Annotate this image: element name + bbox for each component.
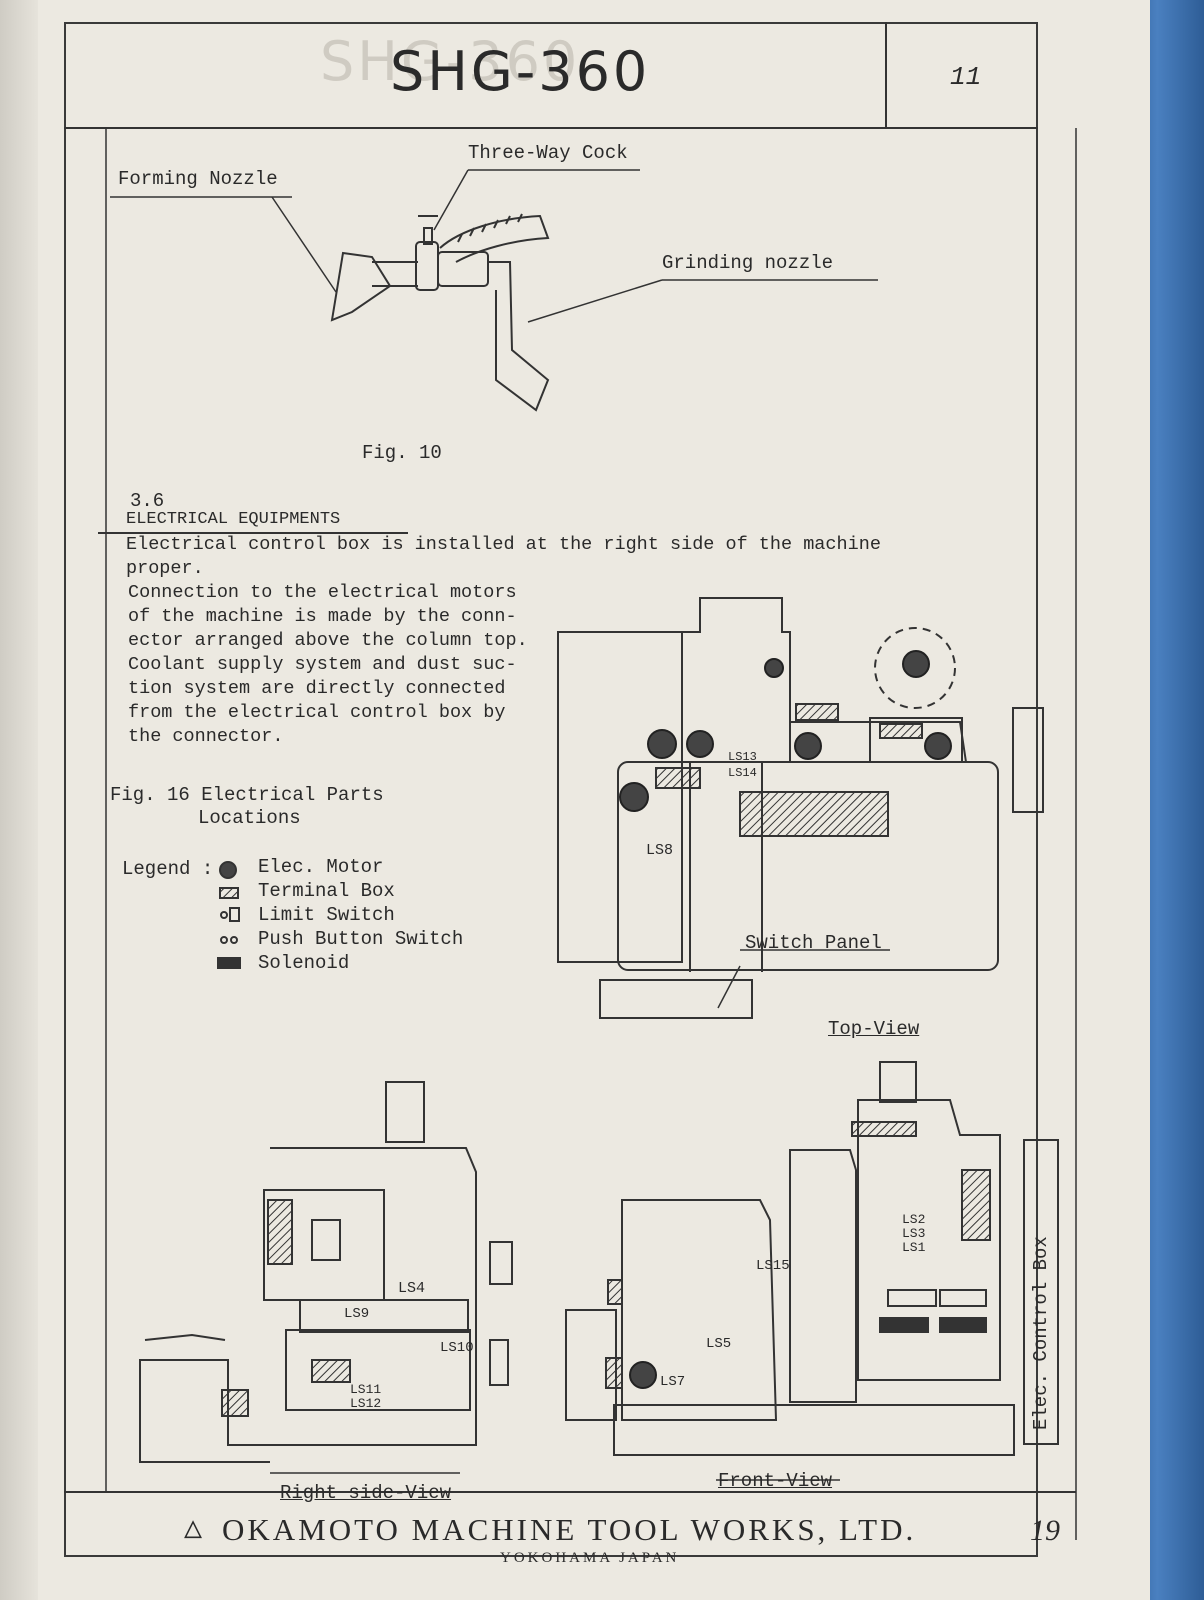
motor-icon xyxy=(902,650,930,678)
terminal-box-icon xyxy=(221,1389,249,1417)
legend-symbols xyxy=(217,861,241,969)
top-view-label: Top-View xyxy=(828,1018,920,1040)
label-ls14: LS14 xyxy=(728,766,757,780)
right-view-drawing xyxy=(139,1081,513,1474)
terminal-box-icon xyxy=(961,1169,991,1241)
page-frame xyxy=(64,22,1038,1557)
terminal-box-icon xyxy=(739,791,889,837)
terminal-box-icon xyxy=(219,887,239,899)
motor-symbols xyxy=(619,650,952,1389)
company-logo-icon: △ xyxy=(184,1513,203,1547)
terminal-box-icon xyxy=(655,767,701,789)
solenoid-icon xyxy=(217,957,241,969)
motor-icon xyxy=(647,729,677,759)
connection-line-5: tion system are directly connected xyxy=(128,678,506,699)
label-ls1: LS1 xyxy=(902,1240,926,1255)
connection-line-4: Coolant supply system and dust suc- xyxy=(128,654,517,675)
legend-solenoid-label: Solenoid xyxy=(258,952,350,974)
terminal-box-icon xyxy=(605,1357,623,1389)
label-three-way-cock: Three-Way Cock xyxy=(468,142,628,164)
legend-title: Legend : xyxy=(122,858,214,880)
label-ls5: LS5 xyxy=(706,1336,732,1352)
label-ls10: LS10 xyxy=(440,1340,474,1356)
label-grinding-nozzle: Grinding nozzle xyxy=(662,252,834,274)
terminal-box-icon xyxy=(795,703,839,721)
page-edge xyxy=(0,0,38,1600)
motor-icon xyxy=(794,732,822,760)
legend-terminal-label: Terminal Box xyxy=(258,880,395,902)
elec-control-box-label: Elec. Control Box xyxy=(1030,1236,1052,1430)
motor-icon xyxy=(686,730,714,758)
nozzle-drawing xyxy=(110,169,878,412)
terminal-box-icon xyxy=(267,1199,293,1265)
connection-line-7: the connector. xyxy=(128,726,284,747)
section-number: 3.6 xyxy=(130,490,165,512)
label-ls9: LS9 xyxy=(344,1306,370,1322)
section-heading: ELECTRICAL EQUIPMENTS xyxy=(126,510,341,529)
label-ls4: LS4 xyxy=(398,1280,426,1297)
terminal-box-symbols xyxy=(221,703,991,1417)
legend-motor-label: Elec. Motor xyxy=(258,856,384,878)
page-number: 19 xyxy=(1030,1514,1060,1547)
legend-push-label: Push Button Switch xyxy=(258,928,464,950)
right-view-label: Right side-View xyxy=(280,1482,452,1504)
ghost-title: SHG-360 xyxy=(320,30,581,93)
switch-panel-label: Switch Panel xyxy=(745,932,882,954)
fig16-caption-2: Locations xyxy=(198,807,301,829)
section-line-2: proper. xyxy=(126,558,204,579)
company-name: OKAMOTO MACHINE TOOL WORKS, LTD. xyxy=(222,1512,917,1547)
label-ls13: LS13 xyxy=(728,750,757,764)
terminal-box-icon xyxy=(607,1279,623,1305)
front-view-drawing xyxy=(565,1061,1059,1481)
label-forming-nozzle: Forming Nozzle xyxy=(118,168,278,190)
connection-line-3: ector arranged above the column top. xyxy=(128,630,528,651)
legend-limit-label: Limit Switch xyxy=(258,904,395,926)
motor-icon xyxy=(629,1361,657,1389)
fig10-caption: Fig. 10 xyxy=(362,442,442,464)
label-ls8: LS8 xyxy=(646,842,674,859)
push-button-icon xyxy=(220,936,238,944)
motor-icon xyxy=(219,861,237,879)
label-ls12: LS12 xyxy=(350,1396,382,1411)
label-ls11: LS11 xyxy=(350,1382,382,1397)
terminal-box-icon xyxy=(311,1359,351,1383)
sheet-number: 11 xyxy=(950,62,982,92)
connection-line-6: from the electrical control box by xyxy=(128,702,506,723)
motor-icon xyxy=(764,658,784,678)
terminal-box-icon xyxy=(851,1121,917,1137)
document-page: SHG-360 SHG-360 11 Forming Nozzle Three-… xyxy=(0,0,1150,1600)
label-ls2: LS2 xyxy=(902,1212,926,1227)
connection-line-1: Connection to the electrical motors xyxy=(128,582,517,603)
label-ls15: LS15 xyxy=(756,1258,790,1274)
drawings-layer xyxy=(64,22,1077,1540)
motor-icon xyxy=(924,732,952,760)
motor-icon xyxy=(619,782,649,812)
company-city: YOKOHAMA JAPAN xyxy=(500,1550,680,1566)
connection-line-2: of the machine is made by the conn- xyxy=(128,606,517,627)
top-view-drawing xyxy=(557,597,1044,1019)
front-view-label: Front-View xyxy=(718,1470,833,1492)
label-ls3: LS3 xyxy=(902,1226,926,1241)
fig16-caption: Fig. 16 Electrical Parts xyxy=(110,784,384,806)
terminal-box-icon xyxy=(879,723,923,739)
label-ls7: LS7 xyxy=(660,1374,686,1390)
limit-switch-icon xyxy=(220,907,240,922)
page-title: SHG-360 xyxy=(390,40,651,103)
section-line-1: Electrical control box is installed at t… xyxy=(126,534,881,555)
